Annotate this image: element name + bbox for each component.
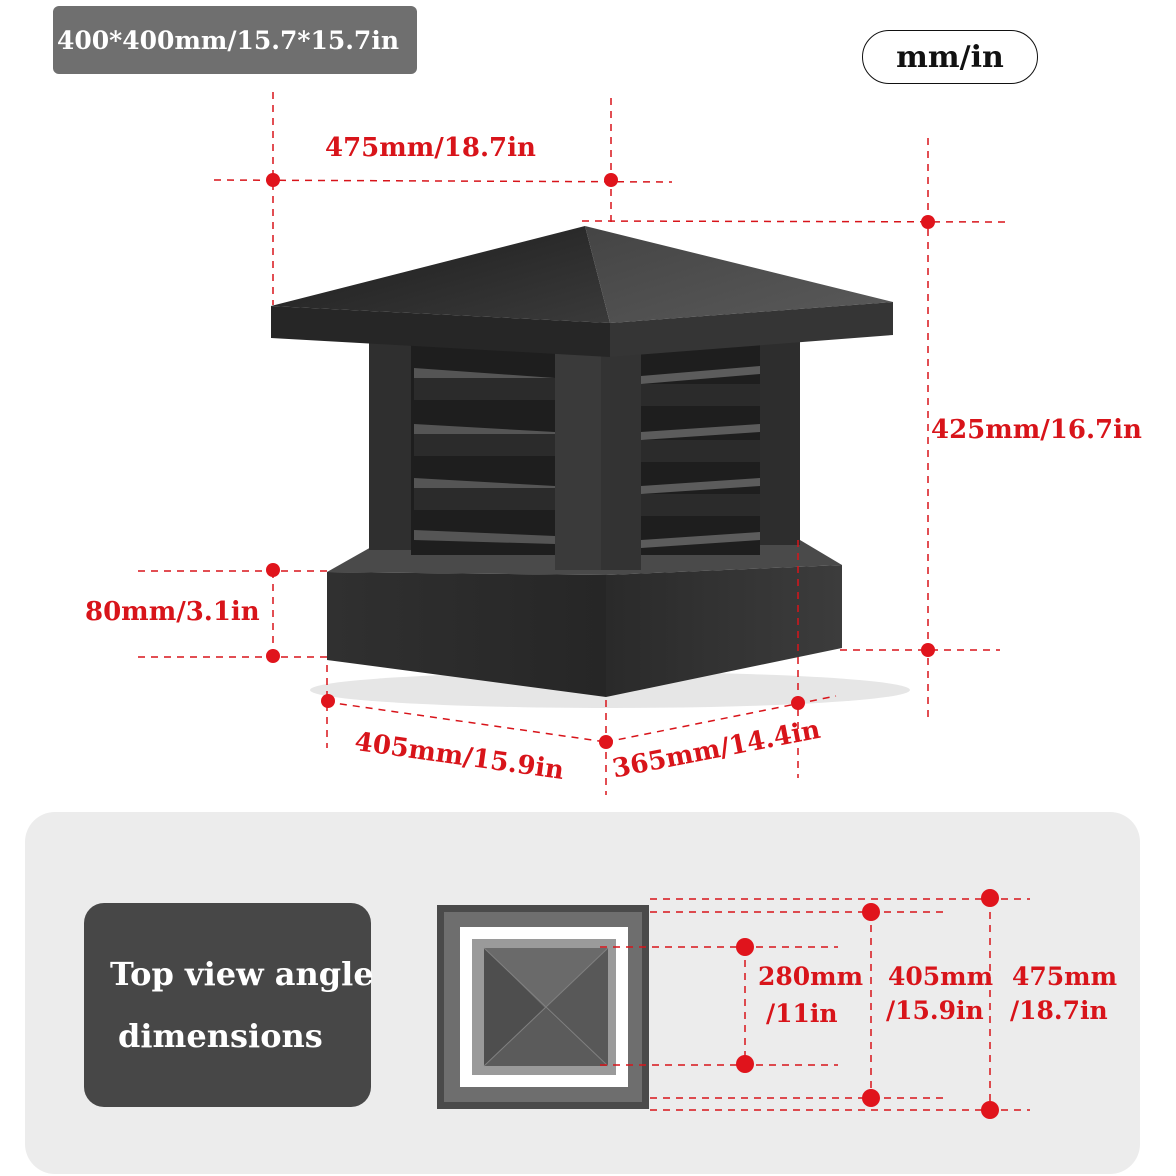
dimension-points [266,173,935,749]
base-height-label: 80mm/3.1in [85,597,260,627]
outer-in-label: /18.7in [1010,996,1108,1025]
outer-mm-label: 475mm [1012,962,1118,991]
top-view-title-line2: dimensions [118,1017,323,1055]
dimension-lines [138,92,1011,795]
roof-right [585,226,893,323]
roof-edge-left [271,306,610,357]
top-view-title: Top view angle dimensions [84,903,374,1107]
post-center-left [555,345,601,570]
product-illustration [138,92,1011,795]
height-label: 425mm/16.7in [931,415,1142,445]
size-badge: 400*400mm/15.7*15.7in [53,6,417,74]
inner-mm-label: 280mm [758,962,864,991]
louvers-left [411,345,555,555]
louvers-right [641,345,760,555]
middle-in-label: /15.9in [886,996,984,1025]
base-right-face [606,565,842,697]
middle-mm-label: 405mm [888,962,994,991]
post-right [760,340,800,545]
top-view-title-line1: Top view angle [110,955,374,993]
inner-in-label: /11in [766,999,838,1028]
post-left [369,340,411,550]
base-left-face [327,572,606,697]
roof-edge-right [610,302,893,357]
post-center-right [601,345,641,570]
units-pill: mm/in [862,30,1038,84]
roof-left [271,226,610,323]
top-width-label: 475mm/18.7in [325,133,536,163]
